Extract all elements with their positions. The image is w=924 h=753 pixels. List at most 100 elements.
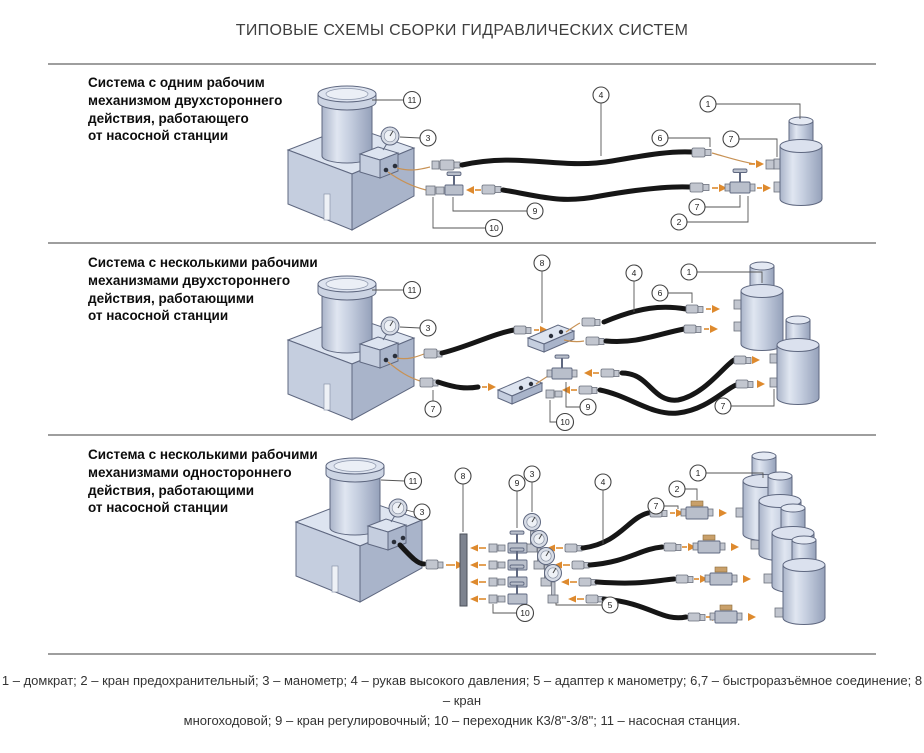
branch-row-4 <box>470 564 784 624</box>
svg-text:5: 5 <box>608 600 613 610</box>
assembly-arrow <box>763 184 771 192</box>
svg-text:6: 6 <box>658 288 663 298</box>
callout-1: 1 <box>699 95 801 119</box>
svg-text:6: 6 <box>658 133 663 143</box>
svg-text:9: 9 <box>533 206 538 216</box>
callout-1: 1 <box>680 263 763 283</box>
callout-8: 8 <box>533 254 551 323</box>
svg-text:4: 4 <box>599 90 604 100</box>
callout-11: 11 <box>372 90 422 110</box>
svg-text:2: 2 <box>677 217 682 227</box>
callout-5: 5 <box>555 596 619 614</box>
separator-line <box>48 242 876 244</box>
safety-valve <box>680 500 714 520</box>
section2-caption: Система с несколькими рабочими механизма… <box>88 255 318 324</box>
multiway-valve <box>496 376 544 405</box>
svg-text:7: 7 <box>431 404 436 414</box>
diagram-multi-single-acting: 11 3 8 9 3 4 1 2 7 10 5 <box>295 451 826 625</box>
hydraulic-jack <box>779 116 823 206</box>
svg-text:11: 11 <box>408 285 417 295</box>
svg-text:4: 4 <box>632 268 637 278</box>
high-pressure-hose <box>580 510 651 551</box>
callout-7b: 7 <box>688 195 741 216</box>
separator-line <box>48 63 876 65</box>
svg-text:1: 1 <box>687 267 692 277</box>
callout-6: 6 <box>651 284 693 303</box>
svg-text:4: 4 <box>601 477 606 487</box>
callout-7b: 7 <box>714 389 775 415</box>
callout-4: 4 <box>625 264 643 312</box>
diagram-single-double-acting: 11 3 4 1 6 7 9 10 7 2 <box>287 85 823 238</box>
page-title: ТИПОВЫЕ СХЕМЫ СБОРКИ ГИДРАВЛИЧЕСКИХ СИСТ… <box>235 22 689 39</box>
callout-10: 10 <box>492 603 535 623</box>
regulating-valve <box>444 171 464 196</box>
section3-caption: Система с несколькими рабочими механизма… <box>88 447 318 516</box>
callout-9: 9 <box>508 474 526 528</box>
top-distribution <box>396 304 720 360</box>
callout-7: 7 <box>424 390 442 418</box>
callout-4: 4 <box>594 473 612 544</box>
callout-3: 3 <box>405 503 431 521</box>
callout-10: 10 <box>549 400 575 432</box>
callout-6: 6 <box>651 129 711 147</box>
safety-valve <box>704 566 738 586</box>
callout-9: 9 <box>565 382 597 416</box>
high-pressure-hose <box>459 149 695 168</box>
svg-text:10: 10 <box>560 417 570 427</box>
callout-10: 10 <box>432 197 504 238</box>
high-pressure-hose <box>603 326 687 345</box>
high-pressure-hose <box>500 184 693 202</box>
svg-text:10: 10 <box>520 608 530 618</box>
manifold-bar <box>459 533 468 607</box>
legend-line-2: многоходовой; 9 – кран регулировочный; 1… <box>183 713 741 729</box>
callout-3: 3 <box>399 319 437 337</box>
svg-text:3: 3 <box>420 507 425 517</box>
svg-text:1: 1 <box>706 99 711 109</box>
svg-text:2: 2 <box>675 484 680 494</box>
high-pressure-hose <box>601 304 689 325</box>
bottom-distribution <box>387 354 765 416</box>
callout-3: 3 <box>399 129 437 147</box>
svg-text:10: 10 <box>489 223 499 233</box>
separator-line <box>48 434 876 436</box>
safety-valve <box>692 534 726 554</box>
assembly-arrow <box>756 160 764 168</box>
svg-text:8: 8 <box>461 471 466 481</box>
callout-3b: 3 <box>523 465 541 512</box>
callout-7: 7 <box>647 497 679 515</box>
callout-2: 2 <box>668 480 698 500</box>
svg-text:1: 1 <box>696 468 701 478</box>
regulating-valve <box>546 354 578 380</box>
assembly-arrow <box>466 186 474 194</box>
section1-caption: Система с одним рабочим механизмом двухс… <box>88 75 283 144</box>
multiway-valve <box>526 324 576 353</box>
high-pressure-hose <box>435 379 481 391</box>
safety-valve <box>709 604 743 624</box>
bottom-line <box>387 168 771 202</box>
separator-line <box>48 653 876 655</box>
high-pressure-hose <box>619 357 737 403</box>
svg-text:7: 7 <box>654 501 659 511</box>
svg-text:8: 8 <box>540 258 545 268</box>
legend-line-1: 1 – домкрат; 2 – кран предохранительный;… <box>1 673 923 709</box>
svg-text:7: 7 <box>729 134 734 144</box>
svg-text:11: 11 <box>408 95 417 105</box>
callout-8: 8 <box>454 467 472 532</box>
callout-2: 2 <box>670 196 749 231</box>
top-line <box>396 147 775 171</box>
assembly-arrow <box>719 184 727 192</box>
svg-text:3: 3 <box>426 323 431 333</box>
high-pressure-hose <box>587 544 665 568</box>
legend: 1 – домкрат; 2 – кран предохранительный;… <box>0 671 924 731</box>
svg-text:7: 7 <box>695 202 700 212</box>
high-pressure-hose <box>397 542 427 567</box>
svg-text:3: 3 <box>530 469 535 479</box>
callout-7: 7 <box>722 130 778 157</box>
svg-text:7: 7 <box>721 401 726 411</box>
safety-valve <box>724 168 756 194</box>
callout-11: 11 <box>380 471 423 491</box>
svg-text:9: 9 <box>515 478 520 488</box>
svg-text:11: 11 <box>409 476 418 486</box>
high-pressure-hose <box>439 327 517 356</box>
